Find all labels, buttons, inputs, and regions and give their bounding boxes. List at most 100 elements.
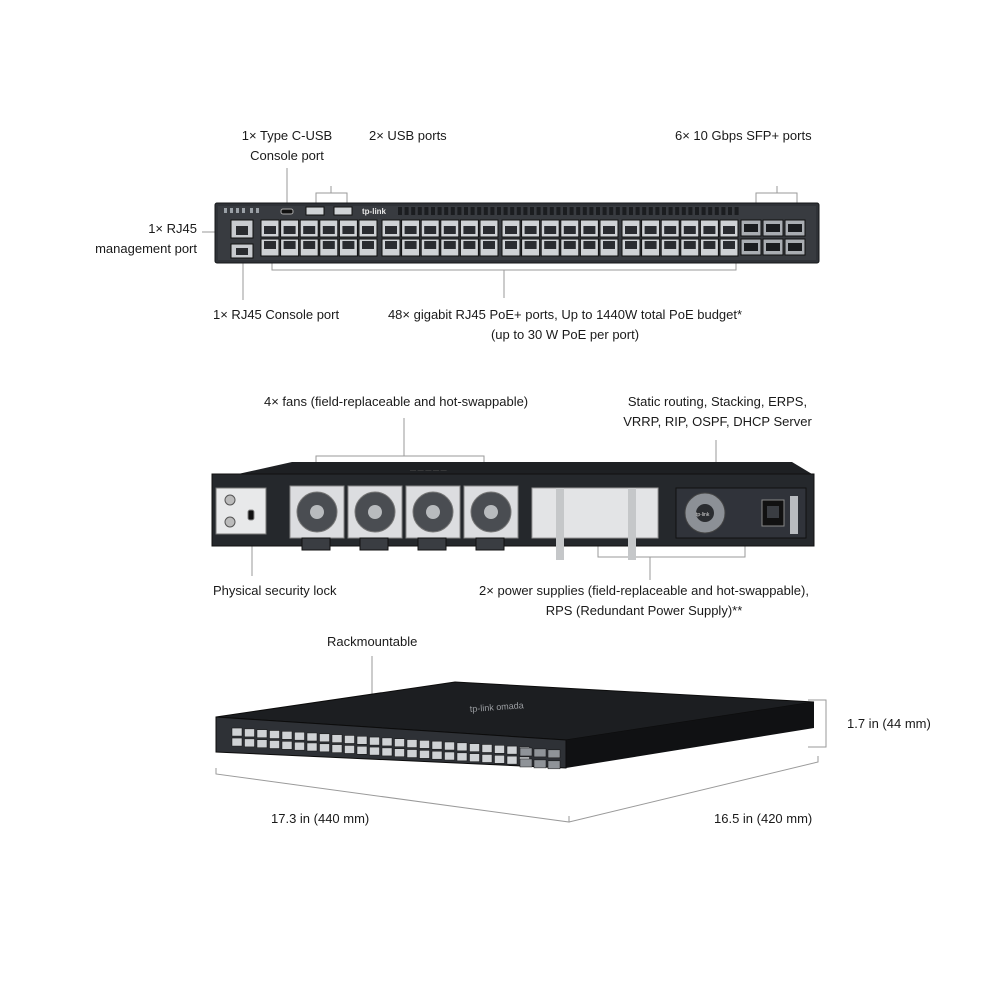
iso-sfp-cage [533,759,547,769]
iso-rj45-port [494,745,505,754]
rj45-port-socket [283,226,296,234]
rj45-port-socket [644,241,657,249]
iso-rj45-port [481,754,493,763]
rj45-port-socket [664,241,677,249]
usb-port-2 [333,206,353,216]
usb-ports-label: 2× USB ports [369,128,447,143]
vent-slot [596,207,600,215]
security-lock-label: Physical security lock [213,583,337,598]
iso-rj45-port [356,736,368,745]
vent-slot [648,207,653,215]
power-supplies-label: 2× power supplies (field-replaceable and… [479,583,809,618]
rj45-port-socket [583,226,596,234]
rj45-port-socket [463,226,476,234]
iso-rj45-port [231,727,243,737]
rackmountable-label: Rackmountable [327,634,418,649]
rj45-port-socket [544,241,557,249]
iso-sfp-cage [519,747,533,757]
vent-slot [483,207,488,215]
iso-brand-logo: tp-link omada [469,700,524,714]
sfp-plus-slot [788,243,802,251]
vent-slot [714,207,719,215]
svg-text:— — — — —: — — — — — [410,468,447,474]
iso-rj45-port [306,742,318,752]
vent-slot [642,207,647,215]
vent-slot [398,207,402,215]
rj45-port-socket [703,226,716,234]
iso-sfp-cage [533,748,547,758]
vent-slot [477,207,482,215]
type-c-console-port [280,208,294,215]
iso-rj45-port [256,729,268,738]
rj45-port-socket [544,226,557,234]
rj45-port-socket [524,226,537,234]
iso-rj45-port [344,745,355,754]
iso-rj45-port [506,745,518,755]
rj45-port-socket [603,241,615,249]
vent-slot [497,207,501,215]
iso-rj45-port [269,730,280,739]
rj45-port-socket [342,241,355,249]
depth-label: 16.5 in (420 mm) [714,811,813,826]
poe-ports-label: 48× gigabit RJ45 PoE+ ports, Up to 1440W… [387,307,743,342]
vent-slot [582,207,587,215]
iso-rj45-port [469,753,480,762]
rj45-port-socket [303,241,316,249]
vent-slot [523,207,528,215]
iso-rj45-port [244,728,255,738]
rj45-port-socket [703,241,716,249]
iso-rj45-port [256,739,268,748]
iso-rj45-port [406,739,418,748]
vent-slot [411,207,416,215]
rj45-port-socket [322,226,335,234]
iso-rj45-port [331,744,343,753]
iso-rj45-port [444,741,455,751]
vent-slot [734,207,739,215]
iso-rj45-port [456,752,468,762]
rj45-port-socket [404,226,417,234]
vent-slot [721,207,726,215]
fan-handle [301,537,331,551]
vent-slot [424,207,429,215]
vent-slot [635,207,640,215]
width-label: 17.3 in (440 mm) [271,811,370,826]
iso-rj45-port [231,737,243,747]
iso-rj45-port [281,731,293,740]
rj45-port-socket [322,241,335,249]
iso-rj45-port [369,746,380,756]
rj45-console-label: 1× RJ45 Console port [213,307,340,322]
iso-rj45-port [431,750,443,760]
iso-rj45-port [269,740,280,749]
vent-slot [464,207,468,215]
fan-hub [368,505,382,519]
vent-slot [404,207,409,215]
rj45-port-socket [362,241,374,249]
height-label: 1.7 in (44 mm) [847,716,931,731]
vent-slot [681,207,686,215]
vent-slot [662,207,666,215]
vent-slot [655,207,660,215]
vent-slot [556,207,561,215]
rj45-port-socket [283,241,296,249]
iso-rj45-port [369,736,380,746]
sfp-plus-slot [788,224,802,232]
rj45-port-socket [443,241,456,249]
rj45-port-socket [524,241,537,249]
vent-slot [510,207,515,215]
rj45-port-socket [664,226,677,234]
vent-slot [417,207,422,215]
rj45-port-socket [443,226,456,234]
iso-rj45-port [394,738,405,747]
rj45-port-socket [342,226,355,234]
rj45-port-socket [424,241,437,249]
iso-rj45-port [419,740,430,749]
rj45-port-socket [603,226,615,234]
iso-rj45-port [294,741,305,751]
iso-rj45-port [306,732,318,742]
features-label: Static routing, Stacking, ERPS,VRRP, RIP… [623,394,812,429]
iso-rj45-port [344,735,355,744]
rj45-port-socket [362,226,374,234]
vent-slot [615,207,620,215]
